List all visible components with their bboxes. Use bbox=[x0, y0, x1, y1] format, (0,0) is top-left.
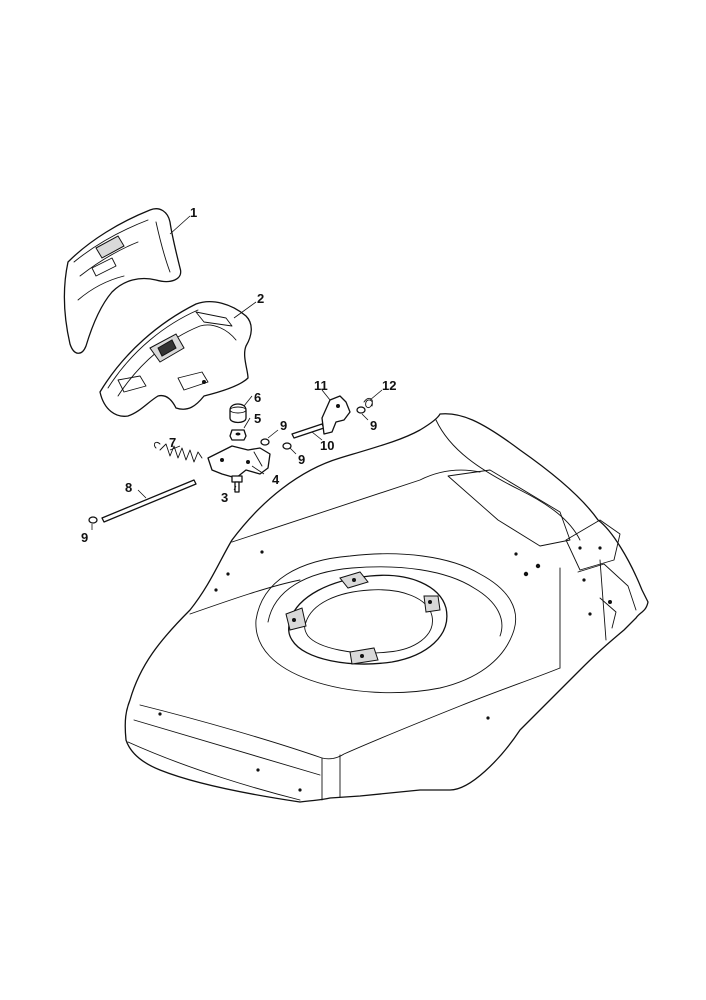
callout-5: 5 bbox=[254, 411, 261, 426]
callout-9-a: 9 bbox=[81, 530, 88, 545]
part-11-lever bbox=[321, 395, 351, 435]
callout-9-b: 9 bbox=[280, 418, 287, 433]
part-3-screw bbox=[231, 475, 243, 493]
part-5-nut bbox=[229, 429, 247, 441]
callout-3: 3 bbox=[221, 490, 228, 505]
callout-12: 12 bbox=[382, 378, 396, 393]
part-7-spring bbox=[153, 441, 203, 463]
part-4-bracket bbox=[207, 445, 271, 479]
callout-11: 11 bbox=[314, 378, 328, 393]
part-1-rear-flap bbox=[63, 208, 182, 354]
part-9-washers bbox=[88, 406, 366, 524]
part-12-spring bbox=[363, 397, 373, 409]
callout-labels: 1 2 3 4 5 6 7 8 9 9 9 9 10 11 12 bbox=[81, 205, 396, 545]
part-6-cap bbox=[229, 403, 247, 424]
mower-deck bbox=[124, 413, 649, 803]
leader-lines bbox=[91, 215, 383, 530]
callout-2: 2 bbox=[257, 291, 264, 306]
part-10-pin bbox=[291, 423, 325, 439]
callout-9-c: 9 bbox=[298, 452, 305, 467]
callout-1: 1 bbox=[190, 205, 197, 220]
callout-9-d: 9 bbox=[370, 418, 377, 433]
callout-7: 7 bbox=[169, 435, 176, 450]
part-2-hood bbox=[99, 301, 252, 417]
callout-8: 8 bbox=[125, 480, 132, 495]
part-8-rod bbox=[101, 479, 197, 523]
callout-10: 10 bbox=[320, 438, 334, 453]
callout-4: 4 bbox=[272, 472, 280, 487]
callout-6: 6 bbox=[254, 390, 261, 405]
